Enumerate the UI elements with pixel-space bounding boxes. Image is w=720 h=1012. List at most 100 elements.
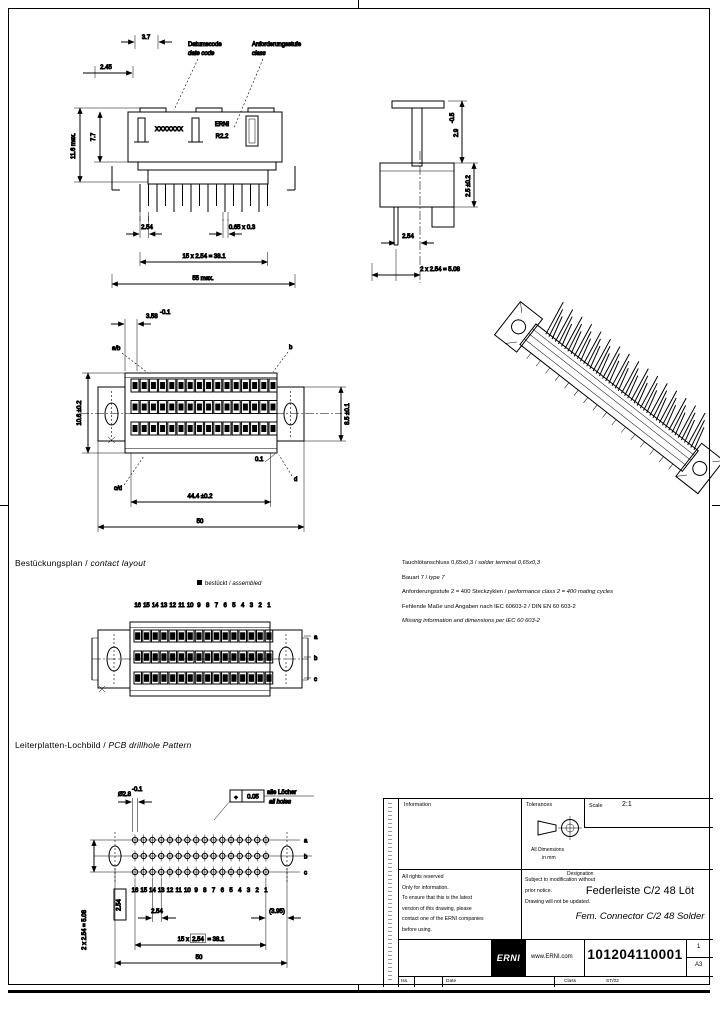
svg-text:7: 7 bbox=[215, 603, 219, 609]
dim-width-max: 55 max. bbox=[192, 276, 214, 282]
dim-3-7: 3.7 bbox=[142, 35, 151, 41]
dim-3-58-tol: -0.1 bbox=[160, 310, 171, 316]
dim-10-6: 10.6 ±0.2 bbox=[77, 400, 83, 426]
designation-de: Federleiste C/2 48 Löt bbox=[585, 885, 695, 897]
note-standard-en: Missing information and dimensions per I… bbox=[402, 618, 540, 624]
svg-text:14: 14 bbox=[149, 888, 156, 894]
row-label-a: a bbox=[314, 635, 318, 641]
dim-44-4: 44.4 ±0.2 bbox=[188, 494, 214, 500]
solder-pins bbox=[139, 184, 268, 221]
svg-text:14: 14 bbox=[152, 603, 159, 609]
scale-label: Scale bbox=[589, 803, 603, 809]
dim-pitch-vertical-boxed: 2.54 bbox=[117, 899, 123, 911]
svg-text:1: 1 bbox=[267, 603, 271, 609]
side-view-drawing: 2.9 -0.5 2.5 ±0.2 2.54 2 x 2.54 = 5.08 bbox=[371, 100, 478, 283]
erni-logo: ERNI bbox=[491, 939, 526, 976]
class-value: ST/02 bbox=[606, 979, 619, 984]
sheet-bottom-bar bbox=[8, 990, 710, 993]
center-mark-left bbox=[0, 505, 8, 506]
scale-value: 2:1 bbox=[622, 801, 632, 808]
svg-text:7: 7 bbox=[212, 888, 216, 894]
dim-2-45: 2.45 bbox=[100, 65, 112, 71]
center-mark-right bbox=[712, 505, 720, 506]
dim-hole-dia: Ø2.8 bbox=[118, 792, 132, 798]
dim-50: 50 bbox=[197, 519, 204, 525]
svg-text:12: 12 bbox=[167, 888, 174, 894]
dim-0-1: 0.1 bbox=[255, 457, 264, 463]
svg-text:5: 5 bbox=[229, 888, 233, 894]
contact-layout-title: Bestückungsplan / contact layout bbox=[15, 558, 146, 568]
note-standard-de: Fehlende Maße und Angaben nach IEC 60603… bbox=[402, 603, 576, 610]
contact-layout-title-de: Bestückungsplan bbox=[15, 558, 83, 568]
part-number: 101204110001 bbox=[587, 947, 683, 962]
designation-label: Designation bbox=[567, 871, 594, 877]
sheet-number: 1 bbox=[697, 944, 701, 950]
pcb-drillhole-drawing: Ø2.8 -0.1 ⌖ 0.05 alle Löcher all holes 1… bbox=[82, 787, 314, 968]
label-cd: c/d bbox=[114, 486, 122, 492]
label-d: d bbox=[294, 477, 297, 483]
first-angle-projection-icon bbox=[537, 816, 582, 840]
dim-pin-size: 0.65 x 0.3 bbox=[229, 225, 256, 231]
sheet-border bbox=[8, 8, 710, 985]
dim-pcb-span-c: = 38.1 bbox=[208, 937, 226, 943]
position-tolerance-value: 0.05 bbox=[247, 795, 259, 801]
iso-pins bbox=[526, 301, 706, 470]
svg-text:6: 6 bbox=[224, 603, 228, 609]
svg-text:4: 4 bbox=[241, 603, 245, 609]
pcb-row-label-c: c bbox=[304, 871, 307, 877]
front-view-top-drawing: 3.7 2.45 Datumscode date code Anforderun… bbox=[71, 35, 302, 288]
marking-class: R2.2 bbox=[216, 134, 229, 140]
pcb-title-de: Leiterplatten-Lochbild bbox=[15, 740, 101, 750]
dim-pitch: 2.54 bbox=[141, 225, 153, 231]
svg-text:5: 5 bbox=[232, 603, 236, 609]
all-holes-en: all holes bbox=[269, 800, 291, 806]
dim-pcb-span-boxed: 2.54 bbox=[192, 937, 204, 943]
svg-text:11: 11 bbox=[176, 888, 183, 894]
date-code-label-en: date code bbox=[188, 51, 215, 57]
pcb-title-en: PCB drillhole Pattern bbox=[108, 740, 192, 750]
svg-text:9: 9 bbox=[194, 888, 198, 894]
svg-text:8: 8 bbox=[206, 603, 210, 609]
svg-text:8: 8 bbox=[203, 888, 207, 894]
filled-square-icon bbox=[197, 580, 202, 585]
front-view-mid-drawing: 3.58 -0.1 a/b b 8.5 ±0.1 10.6 ±0.2 bbox=[77, 310, 352, 532]
pcb-pattern-title: Leiterplatten-Lochbild / PCB drillhole P… bbox=[15, 740, 192, 750]
dim-side-pitch: 2.54 bbox=[402, 234, 414, 240]
notes-block: Tauchlötanschluss 0,65x0,3 / solder term… bbox=[402, 556, 613, 629]
svg-text:2: 2 bbox=[256, 888, 260, 894]
dim-pcb-span-a: 15 x bbox=[178, 937, 189, 943]
tolerances-label: Tolerances bbox=[526, 802, 553, 808]
pcb-row-label-b: b bbox=[304, 855, 308, 861]
svg-text:6: 6 bbox=[221, 888, 225, 894]
svg-text:1: 1 bbox=[264, 888, 268, 894]
all-holes-de: alle Löcher bbox=[267, 790, 296, 796]
isometric-view-drawing bbox=[493, 300, 720, 495]
dim-3-58: 3.58 bbox=[146, 314, 158, 320]
iss-label: Iss. bbox=[401, 979, 409, 984]
class-label-de: Anforderungsstufe bbox=[252, 42, 302, 48]
pcb-row-label-a: a bbox=[304, 839, 308, 845]
dim-7-7: 7.7 bbox=[91, 132, 97, 141]
svg-text:9: 9 bbox=[197, 603, 201, 609]
label-ab: a/b bbox=[112, 346, 121, 352]
svg-text:16: 16 bbox=[134, 603, 141, 609]
contact-layout-title-en: contact layout bbox=[90, 558, 146, 568]
dim-pcb-50: 50 bbox=[196, 955, 203, 961]
class-label: Class bbox=[564, 979, 576, 984]
date-code-label-de: Datumscode bbox=[188, 42, 222, 48]
note-solder-terminal: Tauchlötanschluss 0,65x0,3 / solder term… bbox=[402, 560, 540, 566]
note-performance-class: Anforderungsstufe 2 = 400 Steckzyklen / … bbox=[402, 589, 614, 595]
svg-text:16: 16 bbox=[132, 888, 139, 894]
label-b: b bbox=[289, 345, 293, 351]
dim-side-span: 2 x 2.54 = 5.08 bbox=[420, 267, 461, 273]
class-label-en: class bbox=[252, 51, 266, 57]
dims-note-1: All Dimensions bbox=[531, 847, 565, 853]
information-label: Information bbox=[404, 802, 431, 808]
dim-col-span: 2 x 2.54 = 5.08 bbox=[82, 909, 88, 950]
marking-date-code: XXXXXXX bbox=[155, 127, 183, 133]
